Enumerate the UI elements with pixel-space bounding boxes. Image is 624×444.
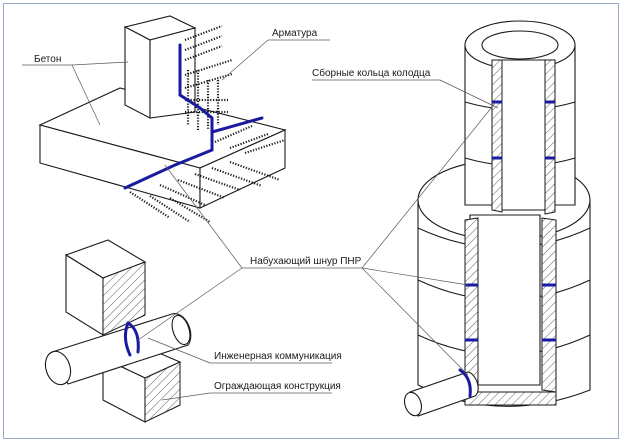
wall-upper-section: [102, 261, 146, 336]
pipe-far-end: [171, 314, 191, 346]
base-wall-right: [541, 217, 557, 393]
slab-rebar: [129, 124, 286, 223]
figure-frame: [3, 3, 619, 439]
column-rebar: [184, 24, 233, 130]
label-cord: Набухающий шнур ПНР: [250, 255, 362, 267]
well-pipe: [409, 371, 479, 417]
pipe-body: [51, 313, 192, 385]
column-side: [149, 27, 196, 119]
well-pipe-end: [403, 391, 423, 417]
slab-cord: [123, 43, 214, 190]
neck-wall-right: [544, 59, 556, 215]
leader-lines: [22, 39, 499, 401]
label-rings: Сборные кольца колодца: [312, 67, 431, 79]
label-utility: Инженерная коммуникация: [214, 351, 342, 362]
pipe-cord: [126, 321, 140, 354]
well-pipe-cord: [458, 368, 472, 398]
well-neck-hole: [481, 30, 559, 60]
well-assembly: [403, 20, 591, 417]
base-wall-left: [464, 217, 479, 393]
neck-wall-left: [491, 59, 503, 213]
pipe-end: [44, 350, 72, 386]
slab-side: [199, 129, 286, 209]
pipe-cord-2: [123, 321, 132, 357]
slab-assembly: [38, 15, 287, 223]
label-concrete: Бетон: [34, 54, 61, 65]
column-front: [124, 26, 151, 119]
label-rebar: Арматура: [272, 28, 318, 39]
slab-cord-step: [210, 116, 264, 134]
wall-assembly: [44, 239, 192, 423]
base-cutaway: [469, 214, 541, 386]
base-floor: [464, 391, 557, 406]
label-wall: Ограждающая конструкция: [214, 381, 341, 392]
wall-lower-section: [144, 361, 181, 423]
neck-cutaway: [499, 59, 549, 211]
